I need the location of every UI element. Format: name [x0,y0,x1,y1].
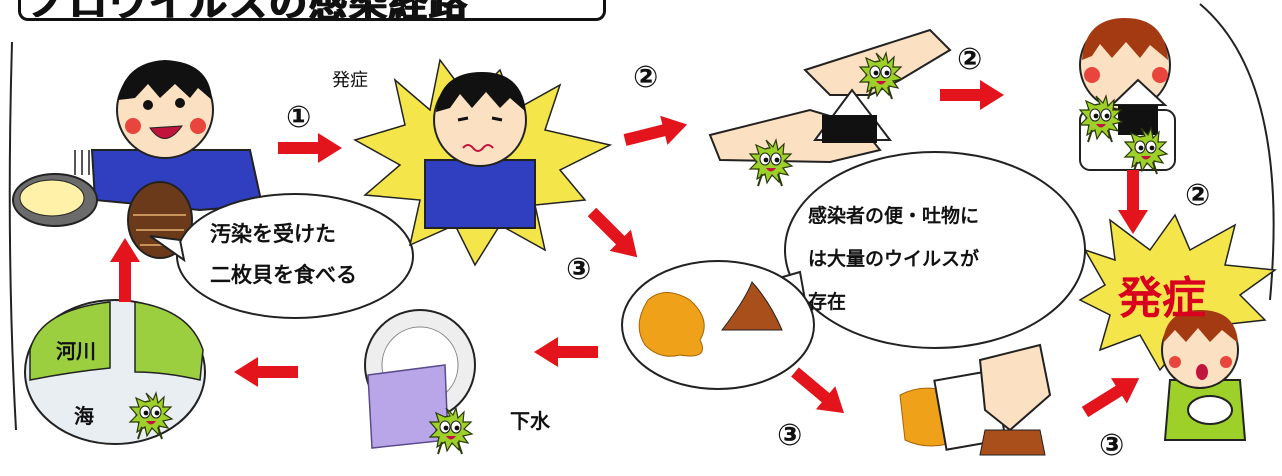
arrow-3c [1077,365,1148,425]
wiping-hand [899,343,1052,456]
onset-big-label: 発症 [1118,273,1206,324]
sick-person [353,58,613,267]
river-label: 河川 [56,339,96,363]
sewage-pipe [364,309,476,455]
vomit-stool-circle [621,260,815,390]
sewage-label: 下水 [510,409,550,433]
sea-label: 海 [74,404,94,428]
title-box: ノロウイルスの感染経路 [18,0,606,21]
hands-rice-ball [708,28,952,187]
bubble-shellfish [149,193,414,319]
arrow-3b [785,360,854,425]
onset-label: 発症 [332,70,368,91]
arrow-2a [621,109,691,155]
person-eating-rice-ball [1079,18,1176,175]
route-2a: ② [633,60,659,95]
bubble-virus-line2: は大量のウイルスが [808,248,980,270]
route-3b: ③ [777,418,803,453]
route-2b: ② [957,42,983,77]
arrow-sewage [534,337,598,367]
route-3a: ③ [566,252,592,287]
page-title: ノロウイルスの感染経路 [29,0,469,18]
bubble-shellfish-line1: 汚染を受けた [210,222,336,246]
route-3c: ③ [1099,428,1125,463]
bubble-virus-line1: 感染者の便・吐物に [808,205,980,227]
route-1: ① [286,100,312,135]
frame-right-arc [1199,3,1275,301]
river-sea [24,299,206,445]
bubble-shellfish-line2: 二枚貝を食べる [210,263,357,287]
arrow-river [234,357,298,387]
arrow-1 [278,133,342,163]
route-2c: ② [1185,178,1211,213]
arrow-2b [940,80,1004,110]
onset-starburst [1078,213,1278,372]
frame-left-arc [8,41,17,431]
child-vomiting [1161,310,1247,441]
arrow-2c [1118,170,1148,234]
bubble-virus-line3: 存在 [808,291,847,313]
arrow-up [110,238,140,302]
